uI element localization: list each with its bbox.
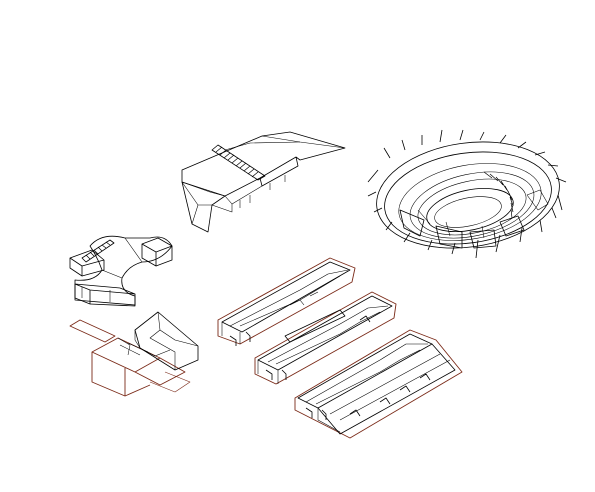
stadium-tier-3 — [294, 329, 463, 439]
amphitheater-model — [367, 129, 567, 259]
cross-plan-model — [69, 235, 173, 307]
stadium-tier-2 — [254, 291, 397, 385]
roof-beam-hatch — [211, 144, 266, 181]
folded-roof-model — [181, 131, 346, 233]
stadium-tier-1 — [217, 257, 356, 346]
step-block-model — [69, 311, 199, 397]
